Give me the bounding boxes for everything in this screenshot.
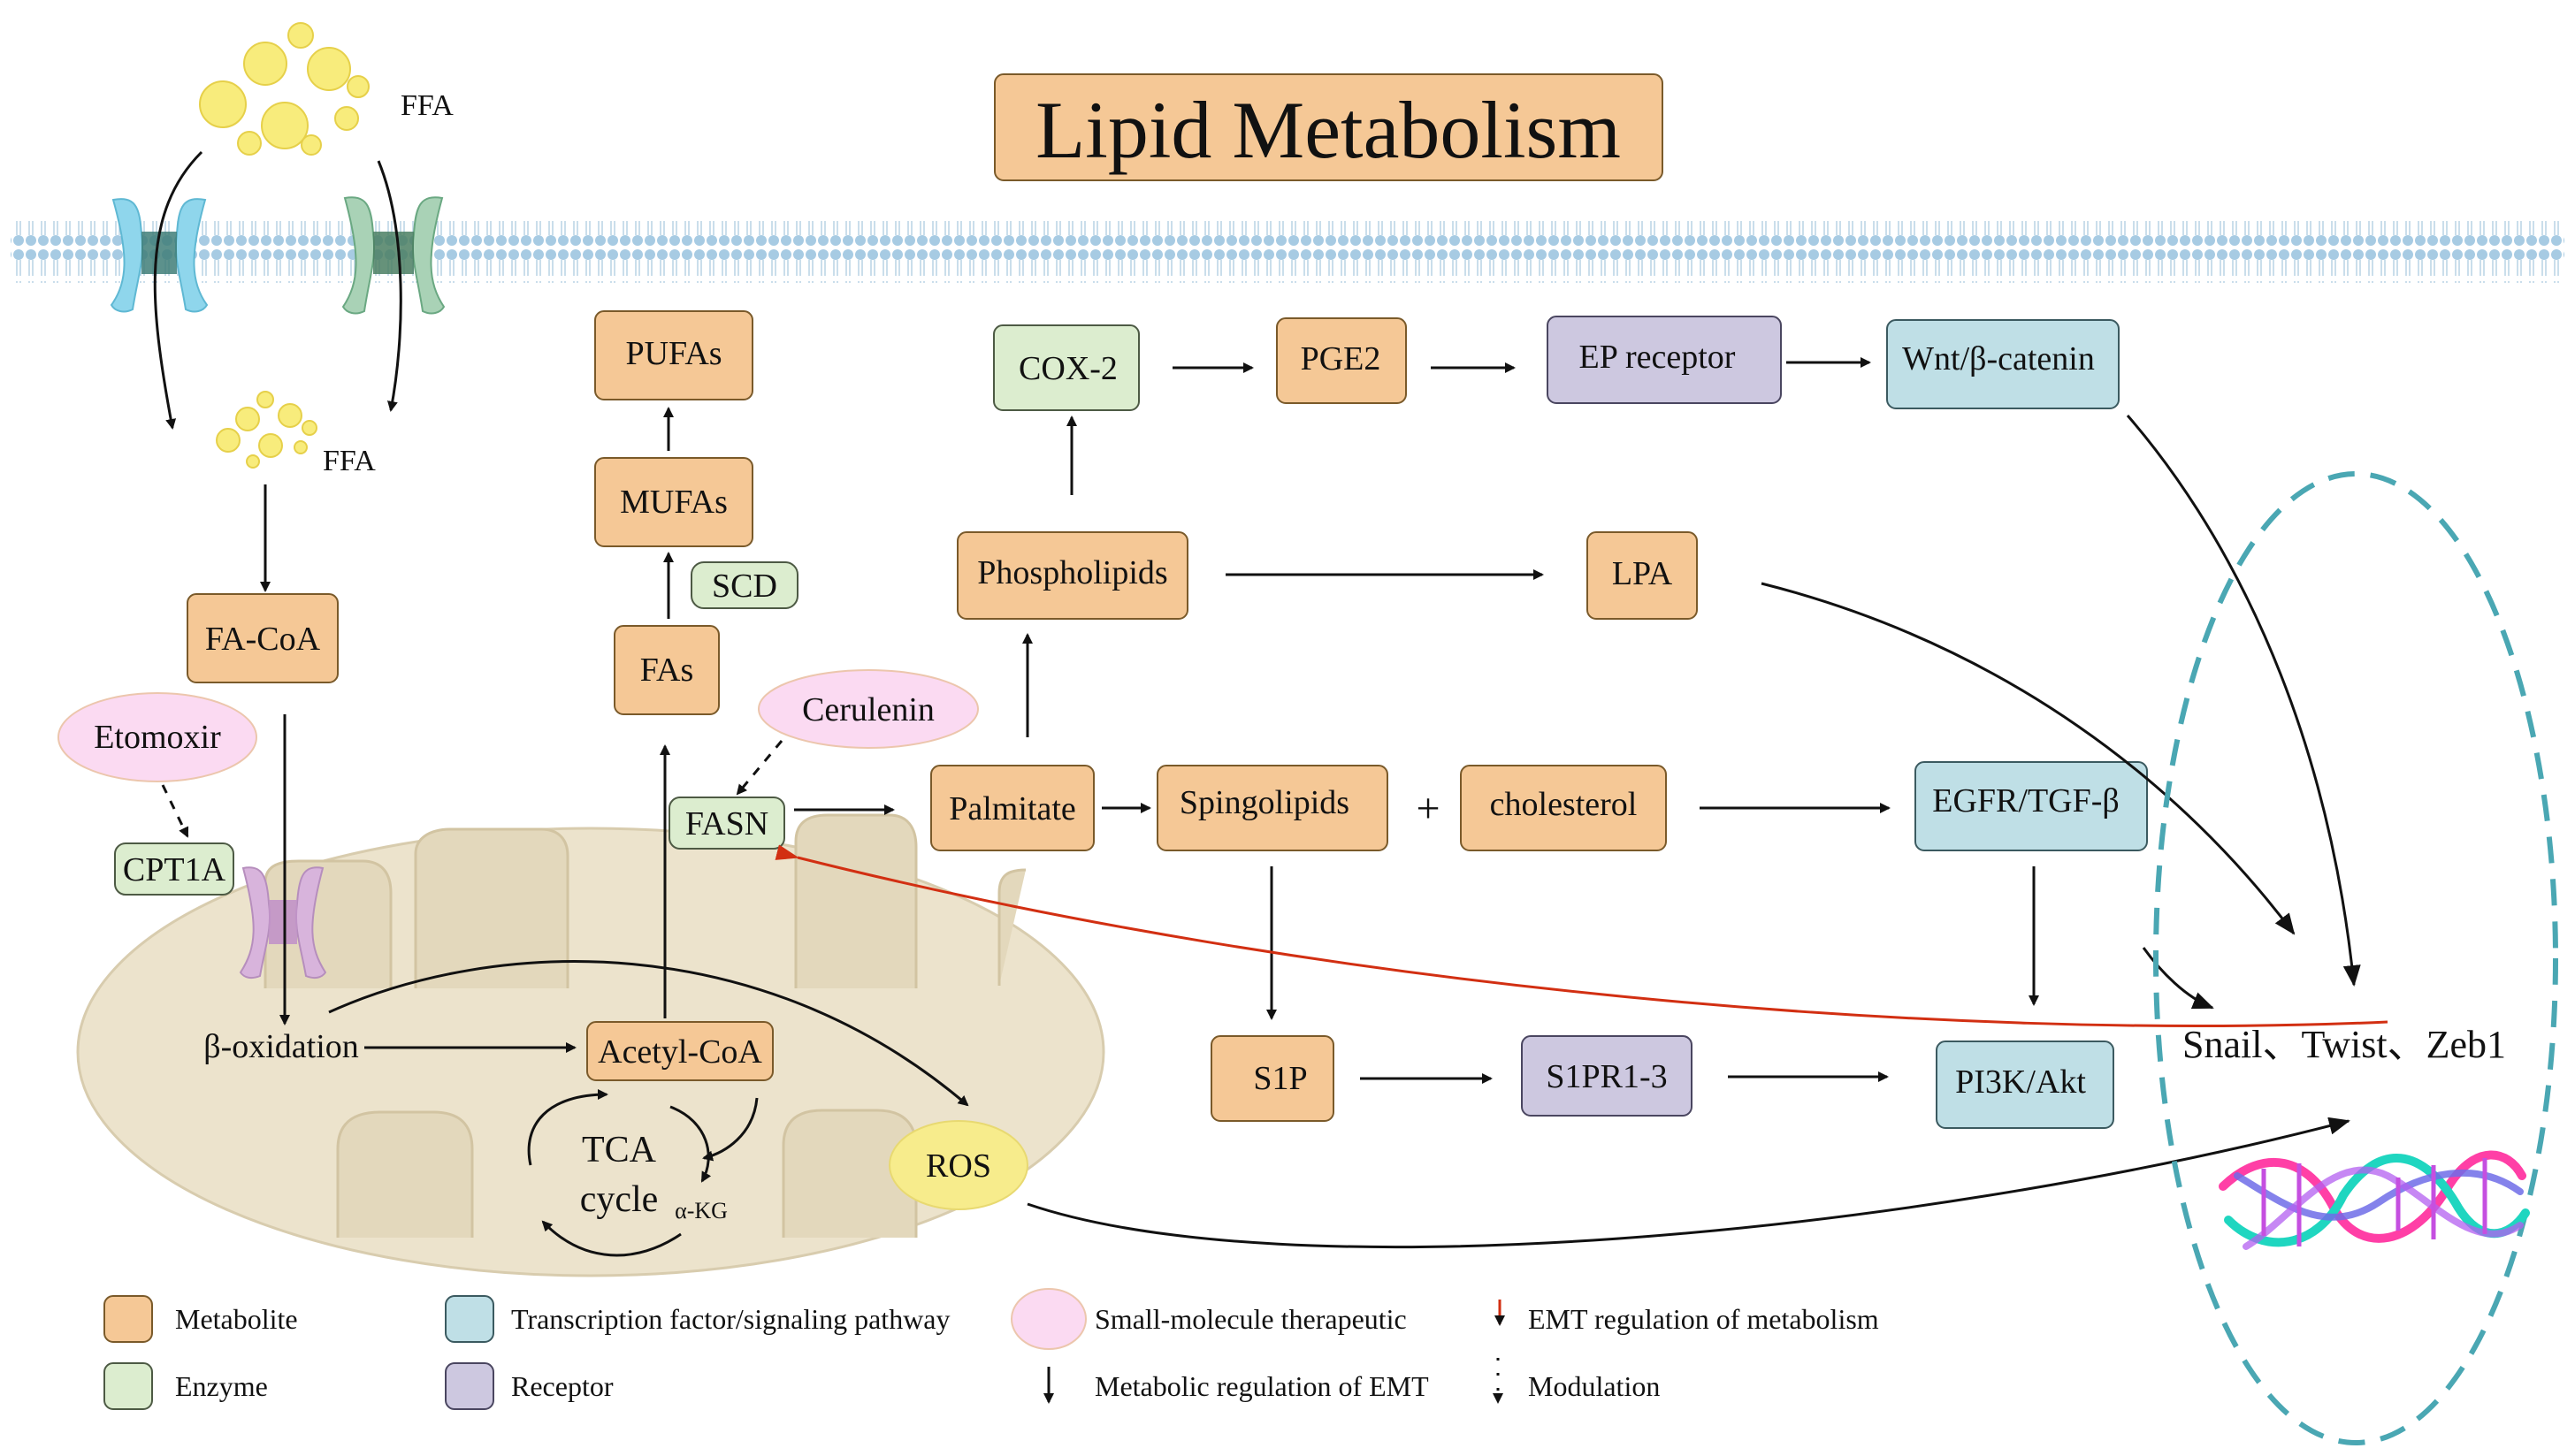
cpt1a-label: CPT1A	[123, 851, 226, 888]
node-cpt1a: CPT1A	[114, 842, 234, 896]
arrow-ros-to-tfs	[1027, 1117, 2350, 1249]
fa-coa-label: FA-CoA	[205, 621, 321, 658]
node-ep-receptor: EP receptor	[1547, 316, 1782, 404]
node-mufas: MUFAs	[594, 457, 753, 547]
pufas-label: PUFAs	[625, 335, 722, 372]
node-palmitate: Palmitate	[930, 765, 1095, 851]
node-acetyl-coa: Acetyl-CoA	[586, 1021, 774, 1081]
node-s1pr: S1PR1-3	[1521, 1035, 1692, 1117]
arrow-lpa-to-tfs	[1761, 582, 2296, 935]
dna-helix-icon	[2219, 1150, 2530, 1250]
node-fasn: FASN	[669, 797, 785, 850]
node-fa-coa: FA-CoA	[187, 593, 339, 683]
plus-sign: +	[1416, 785, 1440, 832]
legend-swatch-enzyme	[103, 1362, 153, 1410]
akg-label: α-KG	[675, 1198, 728, 1223]
ffa-uptake-arrow-right	[377, 160, 402, 412]
ep-receptor-label: EP receptor	[1579, 339, 1736, 376]
egfr-label: EGFR/TGF-β	[1932, 782, 2119, 819]
acetyl-coa-label: Acetyl-CoA	[598, 1033, 762, 1071]
title-box	[994, 73, 1663, 181]
legend-label-modulation: Modulation	[1528, 1370, 1660, 1402]
node-cox2: COX-2	[993, 324, 1140, 411]
page-title: Lipid Metabolism	[1035, 85, 1621, 175]
spingolipids-label: Spingolipids	[1180, 784, 1349, 821]
node-ros: ROS	[889, 1120, 1028, 1210]
fas-label: FAs	[640, 652, 694, 689]
node-s1p: S1P	[1211, 1035, 1334, 1122]
ffa-droplets-inside	[216, 391, 317, 469]
node-cerulenin: Cerulenin	[758, 669, 979, 749]
transporter-channel-green	[341, 196, 446, 315]
node-pi3k: PI3K/Akt	[1936, 1041, 2114, 1129]
nucleus-dashed-ellipse	[2153, 471, 2558, 1445]
node-etomoxir: Etomoxir	[57, 692, 257, 782]
cpt1a-channel	[239, 866, 327, 980]
scd-label: SCD	[712, 568, 777, 605]
fasn-label: FASN	[685, 805, 768, 842]
node-pge2: PGE2	[1276, 317, 1407, 404]
s1p-label: S1P	[1253, 1060, 1307, 1097]
node-fas: FAs	[614, 625, 720, 715]
node-spingolipids: Spingolipids	[1157, 765, 1388, 851]
pge2-label: PGE2	[1301, 340, 1381, 377]
tca-arrow-acetyl-to-akg	[702, 1097, 759, 1162]
cerulenin-label: Cerulenin	[802, 691, 935, 728]
node-cholesterol: cholesterol	[1460, 765, 1667, 851]
tca-arrow-right	[669, 1105, 712, 1183]
ffa-droplets-outside	[199, 22, 370, 156]
node-wnt: Wnt/β-catenin	[1886, 319, 2120, 409]
ffa-uptake-arrow-left	[153, 150, 203, 430]
modulation-etomoxir-cpt1a	[161, 784, 189, 838]
tca-arrow-bottom	[541, 1220, 682, 1257]
node-egfr: EGFR/TGF-β	[1914, 761, 2148, 851]
ffa-inside-label: FFA	[323, 445, 376, 477]
legend-label-receptor: Receptor	[511, 1370, 614, 1402]
pi3k-label: PI3K/Akt	[1955, 1063, 2086, 1101]
legend-swatch-metabolite	[103, 1295, 153, 1343]
node-pufas: PUFAs	[594, 310, 753, 400]
legend-label-metabolite: Metabolite	[175, 1303, 298, 1335]
legend-swatch-signaling	[445, 1295, 494, 1343]
legend-label-enzyme: Enzyme	[175, 1370, 268, 1402]
legend-label-signaling: Transcription factor/signaling pathway	[511, 1303, 951, 1335]
tca-label-line1: TCA	[582, 1130, 657, 1170]
etomoxir-label: Etomoxir	[94, 719, 221, 756]
emt-feedback-arrow	[775, 844, 2388, 1028]
arrow-betaox-to-ros	[328, 960, 969, 1107]
node-phospholipids: Phospholipids	[957, 531, 1188, 620]
legend-label-emt: EMT regulation of metabolism	[1528, 1303, 1879, 1335]
wnt-label: Wnt/β-catenin	[1902, 340, 2095, 377]
node-lpa: LPA	[1586, 531, 1698, 620]
cox2-label: COX-2	[1019, 350, 1118, 387]
tca-arrow-top	[527, 1089, 608, 1166]
legend-label-therapeutic: Small-molecule therapeutic	[1095, 1303, 1407, 1335]
beta-oxidation-label: β-oxidation	[203, 1028, 359, 1065]
tca-label-line2: cycle	[580, 1179, 659, 1220]
node-scd: SCD	[691, 561, 798, 609]
lpa-label: LPA	[1612, 555, 1673, 592]
legend-swatch-receptor	[445, 1362, 494, 1410]
mufas-label: MUFAs	[620, 484, 728, 521]
legend: Metabolite Transcription factor/signalin…	[103, 1288, 1879, 1410]
modulation-cerulenin-fasn	[736, 740, 783, 796]
arrow-pi3k-to-tfs	[2142, 947, 2214, 1010]
arrow-wnt-to-tfs	[2126, 415, 2361, 987]
legend-label-metabolic: Metabolic regulation of EMT	[1095, 1370, 1429, 1402]
transporter-channel-blue	[110, 198, 209, 313]
s1pr-label: S1PR1-3	[1546, 1058, 1667, 1095]
transcription-factors-label: Snail、Twist、Zeb1	[2182, 1023, 2506, 1066]
palmitate-label: Palmitate	[949, 790, 1076, 827]
ffa-outside-label: FFA	[401, 89, 454, 122]
ros-label: ROS	[926, 1147, 991, 1185]
phospholipids-label: Phospholipids	[977, 554, 1167, 591]
legend-swatch-therapeutic	[1011, 1288, 1087, 1350]
cholesterol-label: cholesterol	[1490, 786, 1638, 823]
cell-membrane	[11, 221, 2564, 283]
